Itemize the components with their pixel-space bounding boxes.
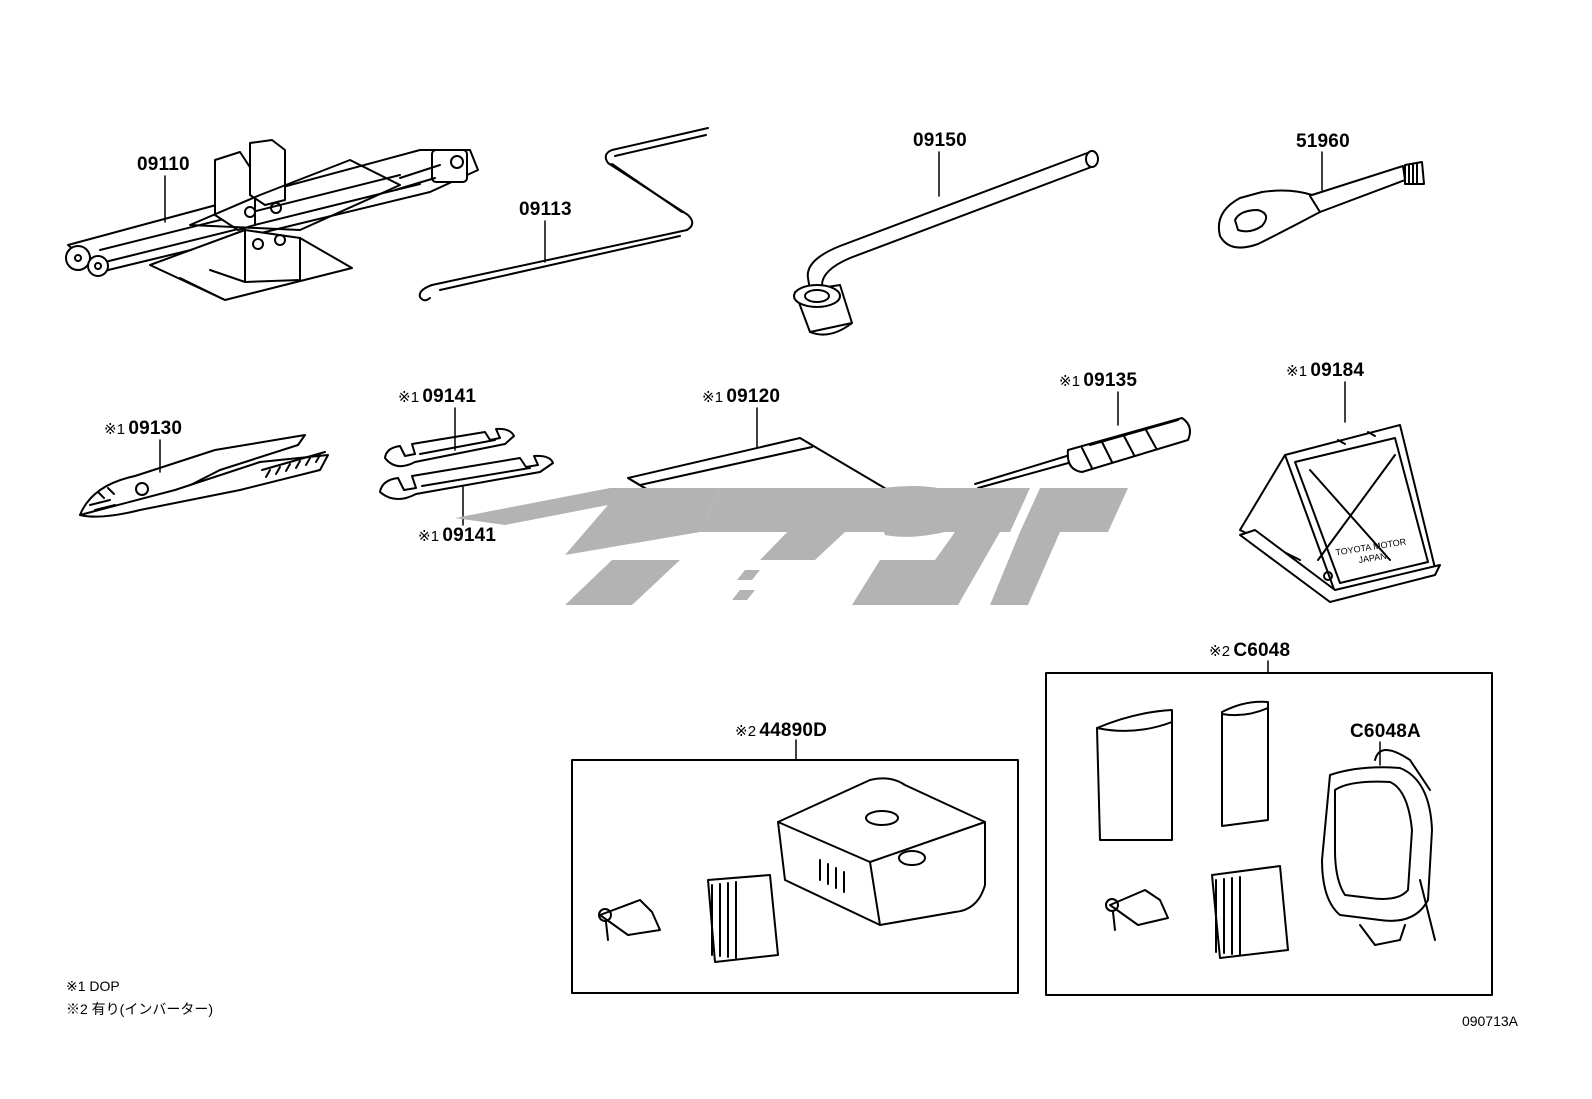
part-number: 09120 [726,386,781,407]
part-number: 51960 [1296,131,1350,152]
diagram-code: 090713A [1461,1013,1518,1029]
part-number: 09141 [442,525,497,546]
part-label-C6048A[interactable]: C6048A [1347,721,1421,743]
box-44890D [571,759,1019,994]
part-number: 09113 [519,199,572,220]
compressor-kit-illustration [1096,700,1436,959]
part-mark: ※1 [1286,363,1308,380]
legend-note-1: ※1 DOP [66,978,120,994]
part-number: 09135 [1083,370,1138,391]
part-number: 09141 [422,386,477,407]
part-mark: ※1 [1059,373,1081,390]
lug-wrench-illustration [793,150,1099,336]
part-number: 09130 [128,418,183,439]
part-mark: ※1 [418,528,440,545]
box-C6048 [1045,672,1493,996]
screwdriver-illustration [974,417,1191,489]
part-number: 44890D [759,720,828,741]
part-mark: ※1 [398,389,420,406]
part-number: C6048 [1233,640,1291,661]
part-label-51960[interactable]: 51960 [1293,131,1350,153]
part-label-09113[interactable]: 09113 [516,199,572,221]
towing-eye-illustration [1218,161,1425,249]
part-mark: ※1 [702,389,724,406]
legend-note-2: ※2 有り(インバーター) [66,1001,213,1017]
pliers-illustration [79,434,329,518]
repair-kit-illustration [598,777,986,963]
part-mark: ※2 [1209,643,1231,660]
part-number: 09110 [137,154,190,175]
part-number: 09150 [913,130,967,151]
scissor-jack-illustration [65,139,479,301]
watermark-shape [455,486,1128,605]
part-label-09110[interactable]: 09110 [134,154,190,176]
part-number: C6048A [1350,721,1421,742]
wrench-pair-illustration [379,427,554,500]
jack-handle-illustration [418,127,709,302]
watermark-text: لوکس [740,610,743,611]
part-label-09150[interactable]: 09150 [910,130,967,152]
part-mark: ※2 [735,723,757,740]
leader-lines [159,151,1381,766]
part-number: 09184 [1310,360,1365,381]
part-mark: ※1 [104,421,126,438]
warning-triangle-illustration [1239,424,1441,603]
